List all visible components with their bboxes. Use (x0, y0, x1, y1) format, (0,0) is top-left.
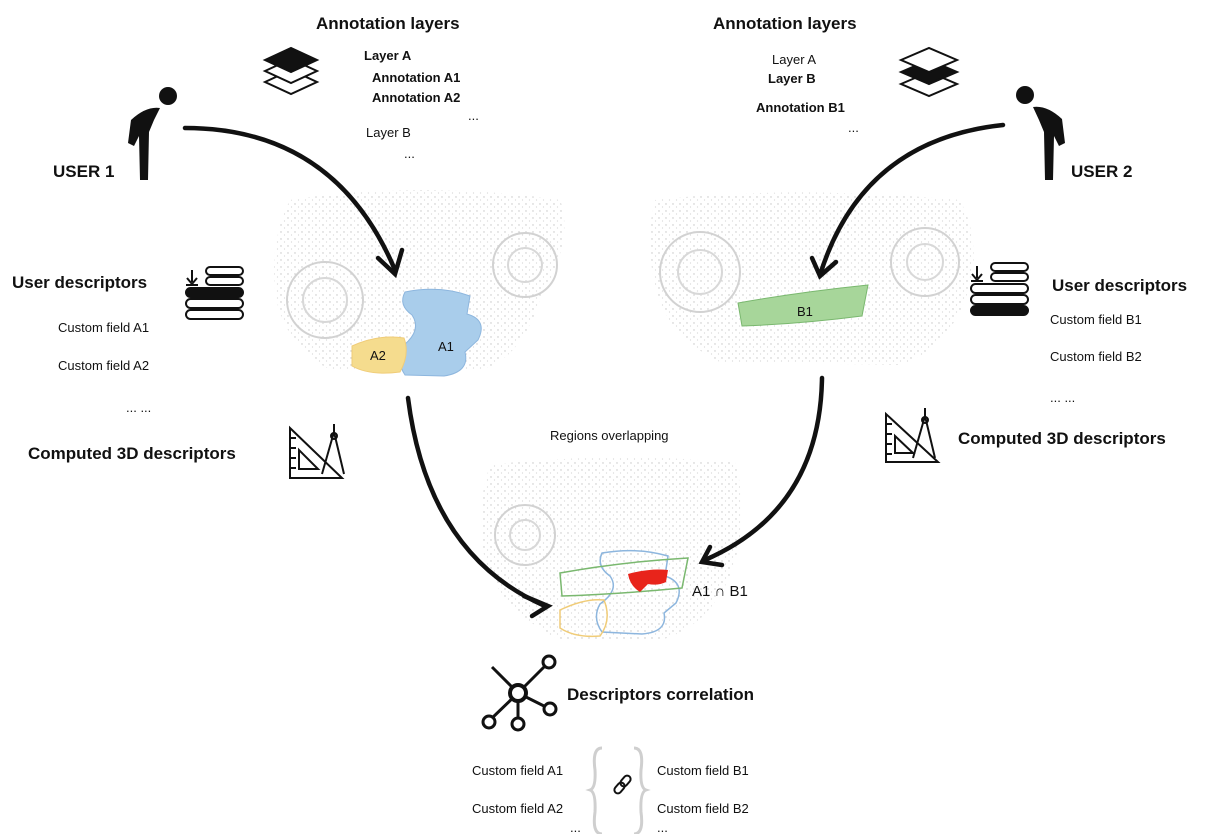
correlation-right-ellipsis: ... (657, 820, 668, 835)
left-annotation-layers-title: Annotation layers (316, 14, 460, 33)
region-a2-label: A2 (370, 348, 386, 363)
region-a2-shape (351, 336, 407, 374)
left-annotation-a2: Annotation A2 (372, 90, 461, 105)
geometry-tools-icon (885, 408, 941, 463)
right-annotation-b1: Annotation B1 (756, 100, 845, 115)
user-2-label: USER 2 (1071, 162, 1133, 181)
overlap-b1-outline (559, 557, 689, 597)
region-a1-label: A1 (438, 339, 454, 354)
custom-field-a1: Custom field A1 (58, 320, 150, 335)
left-computed-title: Computed 3D descriptors (28, 444, 236, 463)
left-layer-a: Layer A (364, 48, 412, 63)
user-1-label: USER 1 (53, 162, 115, 181)
right-ellipsis-1: ... (848, 120, 859, 135)
descriptors-correlation-title: Descriptors correlation (567, 685, 755, 704)
left-ellipsis-2: ... (404, 146, 415, 161)
custom-field-b2: Custom field B2 (1050, 349, 1142, 364)
arrow-left-to-overlap (405, 395, 548, 609)
arrow-right-to-overlap (702, 375, 825, 563)
stone-sketch-center (481, 457, 743, 640)
region-b1-label: B1 (797, 304, 813, 319)
link-brackets (585, 746, 651, 834)
descriptor-list-icon (185, 266, 244, 320)
person-icon (128, 87, 177, 180)
stone-sketch-left (274, 190, 565, 370)
overlap-a1-outline (595, 549, 680, 635)
right-layer-b: Layer B (768, 71, 816, 86)
left-ellipsis-3: ... ... (126, 400, 152, 415)
intersection-shape (628, 569, 668, 592)
left-user-descriptors-title: User descriptors (12, 273, 148, 292)
right-computed-title: Computed 3D descriptors (958, 429, 1166, 448)
region-b1-shape (737, 284, 869, 327)
layers-icon (898, 46, 960, 98)
correlation-right-field-1: Custom field B1 (657, 763, 749, 778)
right-ellipsis-2: ... ... (1050, 390, 1076, 405)
network-icon (481, 654, 558, 732)
arrow-user2-to-stone (817, 122, 1006, 278)
intersection-label: A1 ∩ B1 (692, 583, 748, 600)
link-icon (613, 774, 632, 795)
left-annotation-a1: Annotation A1 (372, 70, 461, 85)
geometry-tools-icon (289, 424, 345, 479)
region-a1-shape (399, 288, 482, 377)
right-layer-a: Layer A (772, 52, 817, 67)
arrows (182, 122, 1006, 619)
correlation-left-ellipsis: ... (570, 820, 581, 835)
layers-icon (262, 46, 320, 96)
person-icon (1016, 86, 1065, 180)
correlation-right-field-2: Custom field B2 (657, 801, 749, 816)
left-ellipsis-1: ... (468, 108, 479, 123)
descriptor-list-icon (970, 262, 1029, 316)
overlap-a2-outline (559, 598, 608, 638)
left-layer-b: Layer B (366, 125, 411, 140)
custom-field-b1: Custom field B1 (1050, 312, 1142, 327)
right-user-descriptors-title: User descriptors (1052, 276, 1188, 295)
correlation-left-field-1: Custom field A1 (472, 763, 564, 778)
custom-field-a2: Custom field A2 (58, 358, 150, 373)
regions-overlapping-title: Regions overlapping (550, 428, 669, 443)
arrow-user1-to-stone (182, 125, 398, 273)
correlation-left-field-2: Custom field A2 (472, 801, 564, 816)
stone-sketch-right (650, 192, 974, 365)
right-annotation-layers-title: Annotation layers (713, 14, 857, 33)
